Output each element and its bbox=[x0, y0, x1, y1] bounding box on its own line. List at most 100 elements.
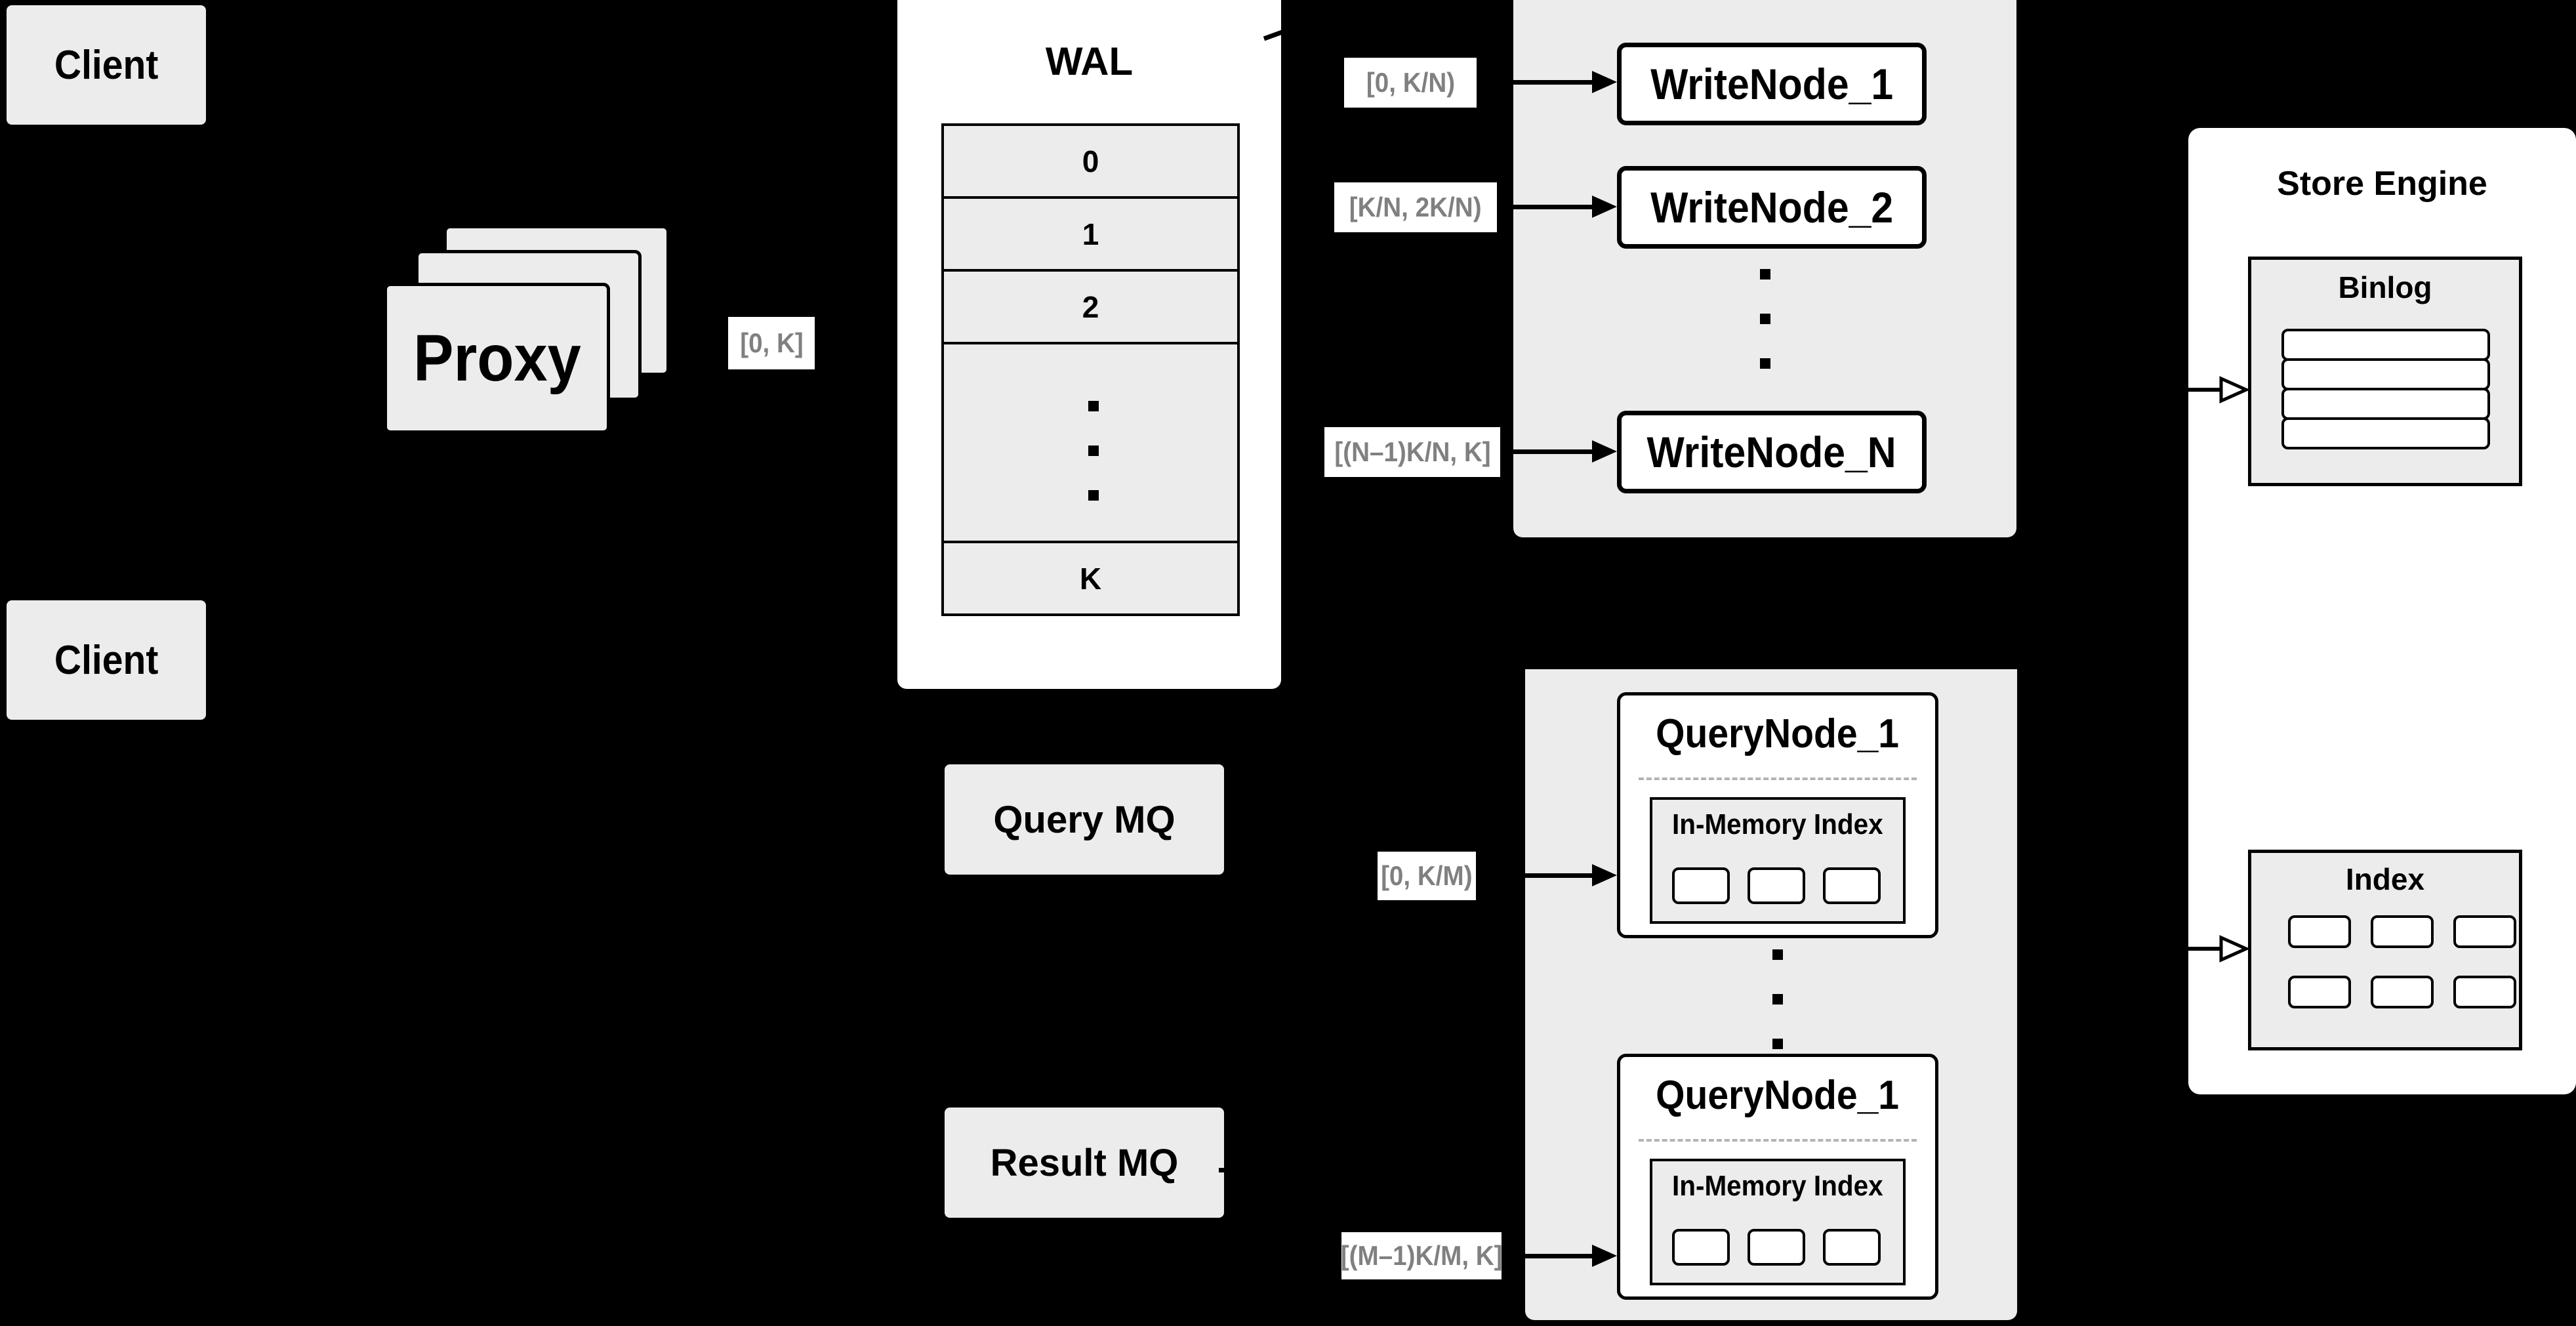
querynode-m-title: QueryNode_1 bbox=[1620, 1071, 1935, 1119]
segment-cell bbox=[1748, 1229, 1805, 1266]
proxy-label: Proxy bbox=[413, 321, 581, 395]
ellipsis-dot bbox=[1088, 445, 1099, 456]
range-label-writenode-1: [0, K/N) bbox=[1344, 58, 1477, 108]
query-mq-label: Query MQ bbox=[993, 798, 1176, 841]
hollow-arrow-to-binlog-icon bbox=[2188, 376, 2249, 404]
arrow-shaft bbox=[1477, 80, 1595, 85]
wal-row-1: 1 bbox=[941, 196, 1240, 272]
range-label-querynode-1: [0, K/M) bbox=[1378, 852, 1476, 900]
query-mq-box: Query MQ bbox=[945, 764, 1224, 875]
in-memory-index-title-2: In-Memory Index bbox=[1652, 1168, 1903, 1204]
in-memory-index-box: In-Memory Index bbox=[1650, 797, 1906, 924]
arrow-to-querynode-1 bbox=[1476, 864, 1617, 886]
index-cell bbox=[2288, 976, 2351, 1008]
arrow-head bbox=[1592, 196, 1617, 218]
ellipsis-dot bbox=[1760, 269, 1770, 280]
wal-row-2-text: 2 bbox=[1082, 289, 1099, 324]
wal-row-k-text: K bbox=[1079, 561, 1102, 596]
in-memory-index-title-text: In-Memory Index bbox=[1672, 808, 1883, 840]
arrow-head bbox=[1592, 864, 1617, 886]
binlog-row bbox=[2281, 388, 2490, 420]
hollow-arrow-to-index-icon bbox=[2188, 935, 2249, 963]
writenode-1-box: WriteNode_1 bbox=[1617, 43, 1927, 125]
segment-cell bbox=[1823, 1229, 1881, 1266]
ellipsis-dot bbox=[1760, 314, 1770, 324]
index-title-text: Index bbox=[2345, 862, 2425, 896]
writenode-n-box: WriteNode_N bbox=[1617, 411, 1927, 493]
wal-row-ellipsis bbox=[941, 342, 1240, 543]
wal-row-0: 0 bbox=[941, 123, 1240, 199]
range-label-writenode-n: [(N–1)K/N, K] bbox=[1324, 427, 1500, 477]
dashed-separator bbox=[1639, 1139, 1917, 1142]
range-label-writenode-n-text: [(N–1)K/N, K] bbox=[1334, 436, 1491, 467]
ellipsis-dot bbox=[1088, 401, 1099, 411]
wal-row-0-text: 0 bbox=[1082, 144, 1099, 178]
ellipsis-dot bbox=[1760, 358, 1770, 369]
querynode-1-title-text: QueryNode_1 bbox=[1656, 711, 1900, 756]
arrow-to-querynode-m bbox=[1502, 1245, 1617, 1267]
proxy-card-front: Proxy bbox=[384, 283, 610, 434]
querynode-1-box: QueryNode_1 In-Memory Index bbox=[1617, 692, 1938, 938]
ellipsis-dot bbox=[1088, 490, 1099, 501]
writenode-2-label: WriteNode_2 bbox=[1650, 183, 1894, 232]
result-mq-box: Result MQ bbox=[945, 1108, 1224, 1218]
index-cell bbox=[2288, 915, 2351, 948]
wal-row-k: K bbox=[941, 541, 1240, 616]
index-cell bbox=[2453, 915, 2516, 948]
in-memory-index-box-2: In-Memory Index bbox=[1650, 1159, 1906, 1285]
arrow-shaft bbox=[1502, 1254, 1595, 1258]
wal-row-1-text: 1 bbox=[1082, 217, 1099, 251]
result-mq-label: Result MQ bbox=[990, 1141, 1179, 1184]
store-engine-title: Store Engine bbox=[2188, 157, 2576, 210]
segment-cell bbox=[1672, 1229, 1730, 1266]
arrow-to-writenode-1 bbox=[1477, 71, 1617, 93]
range-label-querynode-1-text: [0, K/M) bbox=[1381, 860, 1473, 891]
wal-table: 0 1 2 K bbox=[941, 123, 1240, 616]
ellipsis-dot bbox=[1772, 994, 1783, 1005]
writenode-n-label: WriteNode_N bbox=[1646, 428, 1897, 476]
client-box-bottom: Client bbox=[7, 600, 206, 720]
arrow-shaft bbox=[1497, 205, 1595, 209]
binlog-row bbox=[2281, 358, 2490, 390]
index-title: Index bbox=[2251, 860, 2519, 899]
wal-title-text: WAL bbox=[1045, 39, 1134, 83]
wal-row-2: 2 bbox=[941, 269, 1240, 344]
binlog-row bbox=[2281, 329, 2490, 361]
binlog-box: Binlog bbox=[2248, 257, 2522, 486]
querynode-1-title: QueryNode_1 bbox=[1620, 710, 1935, 757]
range-label-writenode-1-text: [0, K/N) bbox=[1366, 67, 1455, 98]
store-engine-title-text: Store Engine bbox=[2277, 165, 2487, 203]
writenode-1-label: WriteNode_1 bbox=[1650, 60, 1894, 108]
segment-cell bbox=[1823, 867, 1881, 904]
index-cell bbox=[2371, 915, 2434, 948]
in-memory-index-title: In-Memory Index bbox=[1652, 806, 1903, 842]
arrow-shaft bbox=[1500, 449, 1595, 454]
arrow-head bbox=[1592, 71, 1617, 93]
index-box: Index bbox=[2248, 850, 2522, 1050]
segment-cell bbox=[1672, 867, 1730, 904]
client-bottom-label: Client bbox=[54, 637, 159, 683]
arrow-to-writenode-n bbox=[1500, 440, 1617, 463]
in-memory-index-title-2-text: In-Memory Index bbox=[1672, 1169, 1883, 1202]
index-cell bbox=[2371, 976, 2434, 1008]
segment-cell bbox=[1748, 867, 1805, 904]
client-box-top: Client bbox=[7, 5, 206, 125]
range-label-querynode-m-text: [(M–1)K/M, K] bbox=[1340, 1240, 1503, 1271]
dashed-separator bbox=[1639, 777, 1917, 780]
wal-title: WAL bbox=[897, 36, 1281, 86]
ellipsis-dot bbox=[1772, 1039, 1783, 1049]
querynode-m-box: QueryNode_1 In-Memory Index bbox=[1617, 1054, 1938, 1300]
range-label-writenode-2: [K/N, 2K/N) bbox=[1334, 182, 1497, 232]
binlog-row bbox=[2281, 417, 2490, 449]
range-label-querynode-m: [(M–1)K/M, K] bbox=[1341, 1232, 1502, 1279]
querynode-m-title-text: QueryNode_1 bbox=[1656, 1072, 1900, 1118]
binlog-title: Binlog bbox=[2251, 268, 2519, 307]
index-cell bbox=[2453, 976, 2516, 1008]
ellipsis-dot bbox=[1772, 949, 1783, 960]
client-top-label: Client bbox=[54, 42, 159, 88]
range-label-proxy-text: [0, K] bbox=[739, 327, 804, 358]
result-mq-connector-stub bbox=[1219, 1168, 1231, 1172]
arrow-head bbox=[1592, 1245, 1617, 1267]
range-label-proxy: [0, K] bbox=[728, 317, 815, 369]
